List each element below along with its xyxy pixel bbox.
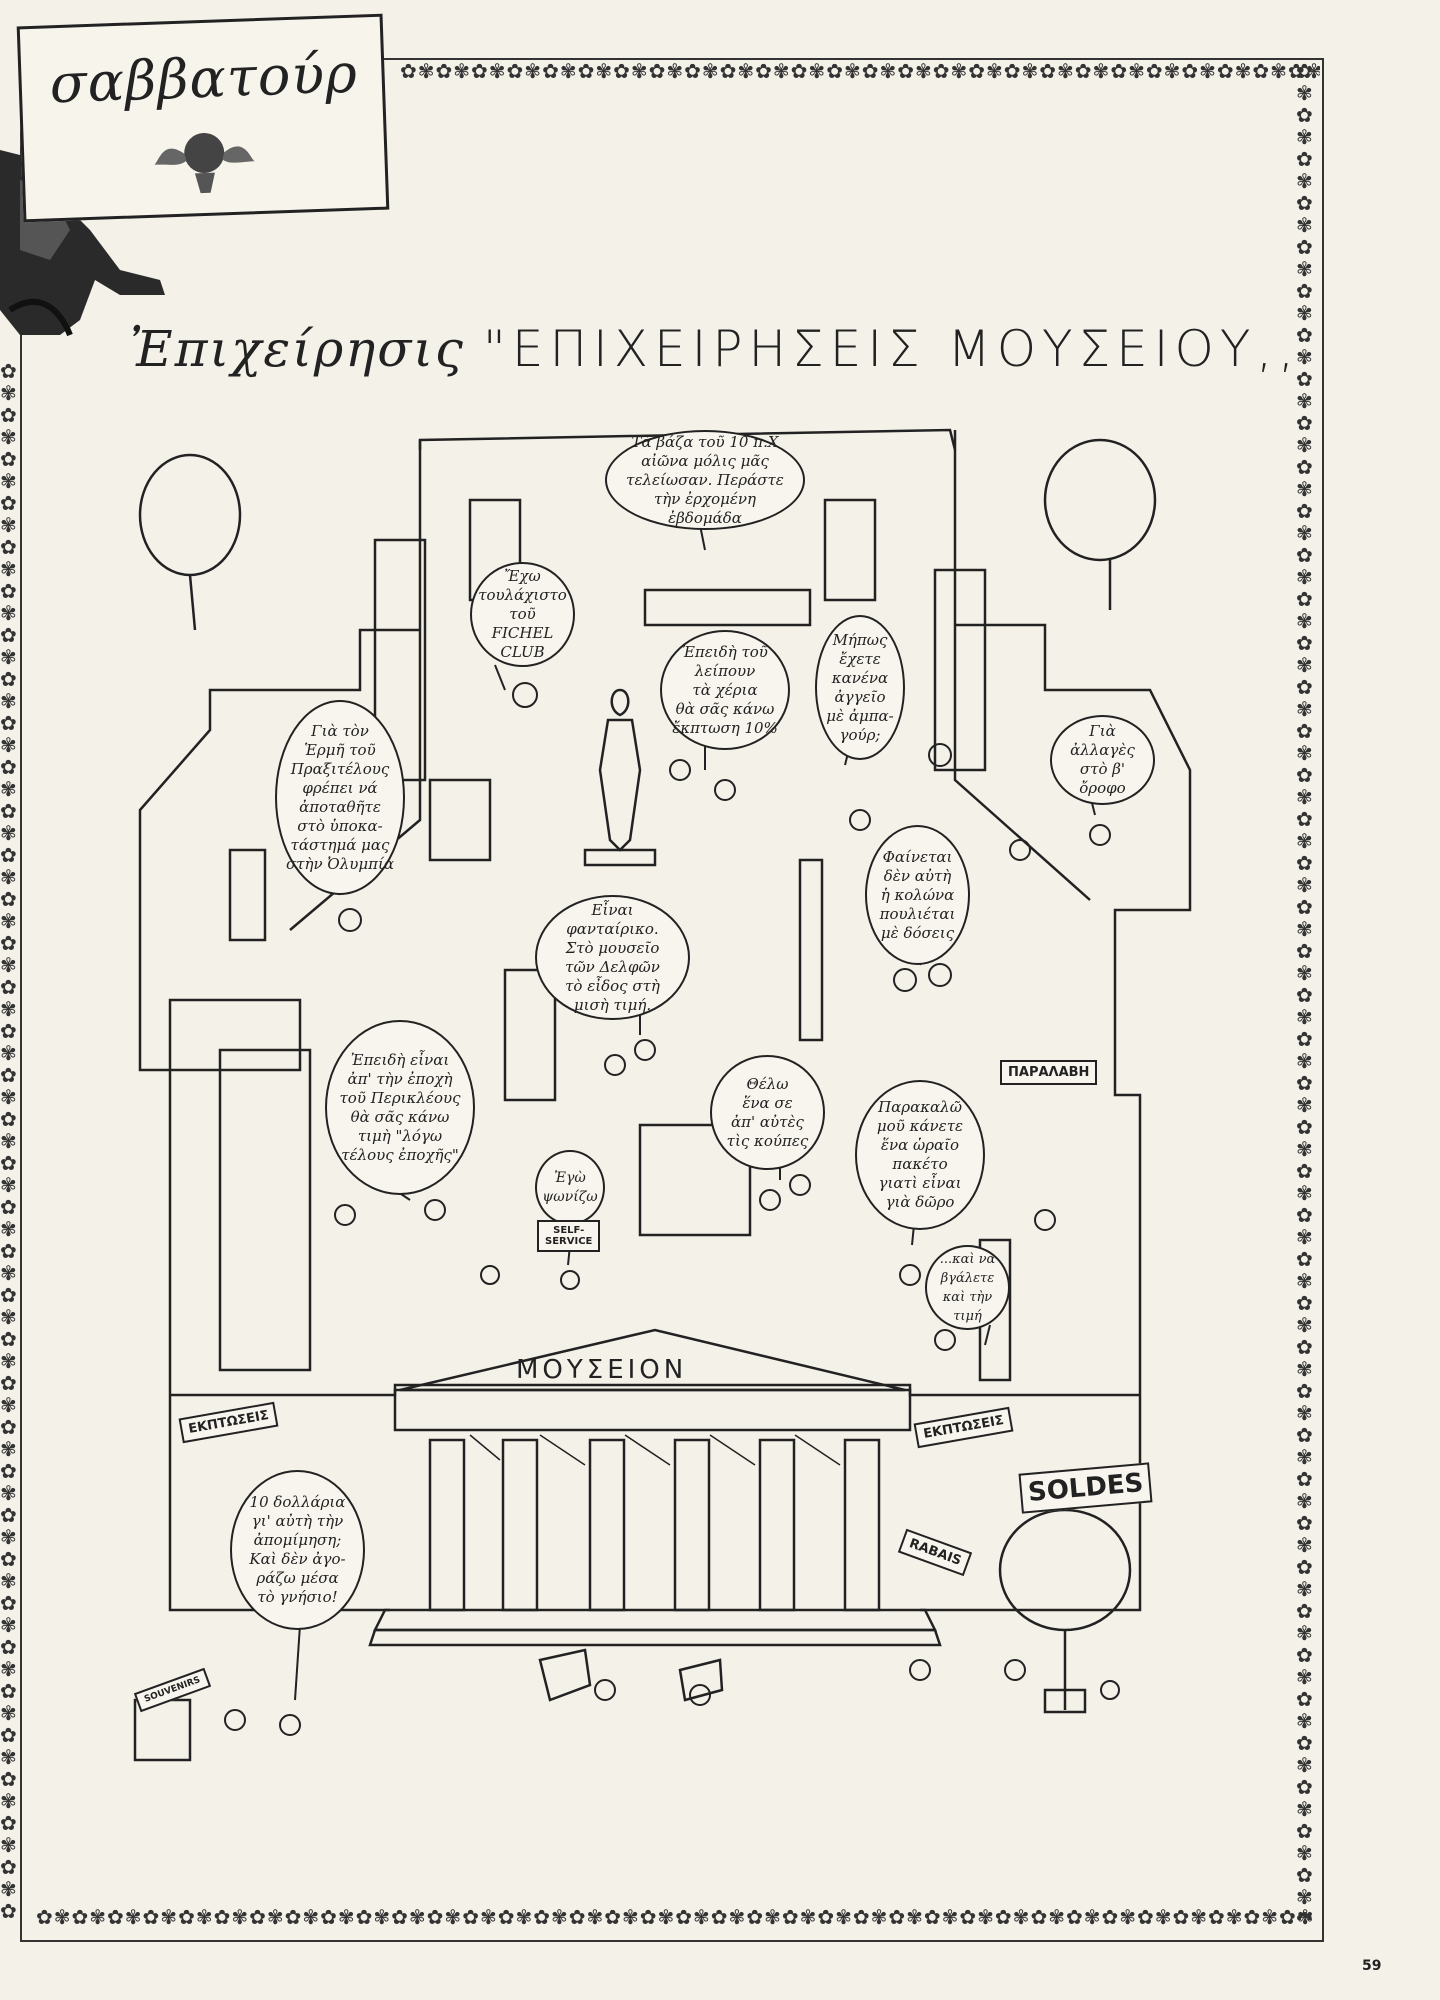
self-service-sign: SELF- SERVICE [537,1220,601,1252]
ornament-border-left: ✿✾✿✾✿✾✿✾✿✾✿✾✿✾✿✾✿✾✿✾✿✾✿✾✿✾✿✾✿✾✿✾✿✾✿✾✿✾✿✾… [0,360,18,1920]
ornament-border-right: ✿✾✿✾✿✾✿✾✿✾✿✾✿✾✿✾✿✾✿✾✿✾✿✾✿✾✿✾✿✾✿✾✿✾✿✾✿✾✿✾… [1296,60,1314,1920]
page-number: 59 [1362,1958,1382,1974]
column-title-box: σαββατούρ [16,13,390,223]
cherub-icon [154,132,255,194]
paralavi-sign: ΠΑΡΑΛΑΒΗ [1000,1060,1098,1085]
speech-bubble-hands: Ἐπειδὴ τοῦ λείπουν τὰ χέρια θὰ σᾶς κάνω … [660,630,790,750]
page-headline: Ἐπιχείρησις "ΕΠΙΧΕΙΡΗΣΕΙΣ ΜΟΥΣΕΙΟΥ,, [130,320,1300,378]
headline-script: Ἐπιχείρησις [130,320,465,378]
speech-bubble-perikleous: Ἐπειδὴ εἶναι ἀπ' τὴν ἐποχὴ τοῦ Περικλέου… [325,1020,475,1195]
speech-bubble-dollaria: 10 δολλάρια γι' αὐτὴ τὴν ἀπομίμηση; Καὶ … [230,1470,365,1630]
speech-bubble-ermis: Γιὰ τὸν Ἑρμῆ τοῦ Πραξιτέλους φρέπει νά ἀ… [275,700,405,895]
speech-bubble-allages: Γιὰ ἀλλαγὲς στὸ β' ὄροφο [1050,715,1155,805]
mouseion-sign: ΜΟΥΣΕΙΟΝ [516,1355,688,1385]
speech-bubble-vgale: ...καὶ νὰ βγάλετε καὶ τὴν τιμή [925,1245,1010,1330]
speech-bubble-mipos: Μήπως ἔχετε κανένα ἀγγεῖο μὲ ἀμπα- γούρ; [815,615,905,760]
ornament-border-top: ✿✾✿✾✿✾✿✾✿✾✿✾✿✾✿✾✿✾✿✾✿✾✿✾✿✾✿✾✿✾✿✾✿✾✿✾✿✾✿✾… [400,60,1320,83]
speech-bubble-thelo: Θέλω ἕνα σε ἀπ' αὐτὲς τὶς κούπες [710,1055,825,1170]
speech-bubble-kolona: Φαίνεται δὲν αὐτὴ ἡ κολώνα πουλιέται μὲ … [865,825,970,965]
speech-bubble-delfon: Εἶναι φανταίρικο. Στὸ μουσεῖο τῶν Δελφῶν… [535,895,690,1020]
page-frame [20,58,1324,1942]
speech-bubble-fichel: Ἔχω τουλάχιστο τοῦ FICHEL CLUB [470,562,575,667]
ornament-border-bottom: ✿✾✿✾✿✾✿✾✿✾✿✾✿✾✿✾✿✾✿✾✿✾✿✾✿✾✿✾✿✾✿✾✿✾✿✾✿✾✿✾… [36,1906,1315,1929]
speech-bubble-parakalo: Παρακαλῶ μοῦ κάνετε ἕνα ὡραῖο πακέτο για… [855,1080,985,1230]
speech-bubble-vases: Τὰ βάζα τοῦ 10 π.Χ αἰῶνα μόλις μᾶς τελεί… [605,430,805,530]
speech-bubble-psonizo: Ἐγὼ ψωνίζω [535,1150,605,1225]
headline-caps: "ΕΠΙΧΕΙΡΗΣΕΙΣ ΜΟΥΣΕΙΟΥ,, [482,320,1301,378]
